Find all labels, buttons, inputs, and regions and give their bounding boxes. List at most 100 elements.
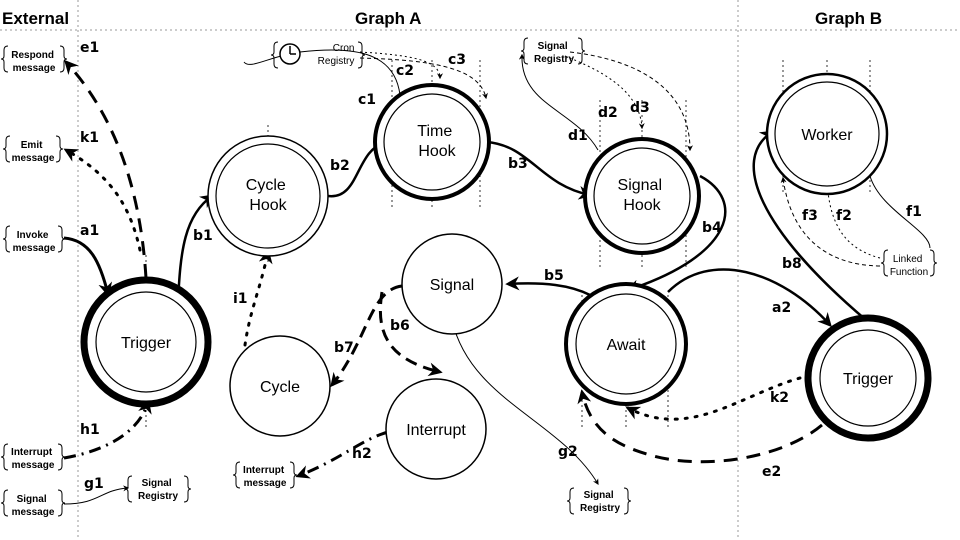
- edge-e1: [64, 59, 148, 279]
- node-await-label: Await: [607, 337, 646, 354]
- respond-message-line-1: Respond: [11, 50, 54, 61]
- svg-text:Time Hook: Time Hook: [417, 123, 456, 160]
- edge-h1: [63, 399, 152, 460]
- edge-b6: [378, 291, 443, 377]
- node-time-hook-label-2: Hook: [418, 143, 456, 160]
- external-signal-message: Signal message: [0, 489, 66, 518]
- edge-g2: [451, 319, 599, 486]
- header-graph-a: Graph A: [355, 9, 421, 28]
- edge-h2: [295, 430, 389, 479]
- label-c3: c3: [448, 52, 466, 68]
- node-await[interactable]: Await: [564, 282, 688, 406]
- label-b1: b1: [193, 228, 213, 244]
- node-worker-label: Worker: [801, 127, 853, 144]
- header-external: External: [2, 9, 69, 28]
- label-k2: k2: [770, 390, 789, 406]
- signal-registry-left-line-1: Signal: [142, 478, 172, 489]
- signal-registry-left-line-2: Registry: [138, 491, 178, 502]
- label-k1: k1: [80, 130, 99, 146]
- label-g1: g1: [84, 476, 104, 492]
- node-worker[interactable]: Worker: [765, 72, 889, 196]
- node-time-hook[interactable]: Time Hook: [373, 83, 491, 201]
- svg-text:Signal Registry: Signal Registry: [138, 478, 178, 502]
- external-interrupt-message-left: Interrupt message: [0, 443, 66, 471]
- linked-function-line-2: Function: [890, 267, 928, 278]
- svg-text:Interrupt message: Interrupt message: [243, 465, 287, 489]
- invoke-message-line-2: message: [13, 243, 56, 254]
- svg-text:Signal Registry: Signal Registry: [534, 41, 574, 65]
- external-signal-registry-top: Signal Registry: [520, 37, 586, 65]
- edge-b8: [752, 130, 867, 321]
- svg-text:Interrupt message: Interrupt message: [11, 447, 55, 471]
- node-cycle[interactable]: Cycle: [229, 335, 331, 437]
- node-trigger-a[interactable]: Trigger: [80, 276, 212, 408]
- signal-registry-top-line-2: Registry: [534, 54, 574, 65]
- external-interrupt-message-mid: Interrupt message: [232, 461, 298, 489]
- label-f2: f2: [836, 208, 852, 224]
- interrupt-message-mid-line-2: message: [244, 478, 287, 489]
- node-trigger-b-label: Trigger: [843, 371, 894, 388]
- signal-registry-bottom-line-1: Signal: [584, 490, 614, 501]
- node-interrupt[interactable]: Interrupt: [385, 378, 487, 480]
- edge-f3: [780, 176, 881, 267]
- label-d3: d3: [630, 100, 650, 116]
- svg-text:Invoke message: Invoke message: [13, 230, 56, 254]
- node-signal[interactable]: Signal: [401, 233, 503, 335]
- node-time-hook-label-1: Time: [417, 123, 452, 140]
- label-d1: d1: [568, 128, 588, 144]
- signal-message-line-2: message: [12, 507, 55, 518]
- edge-cron-loop: [243, 49, 401, 96]
- svg-text:Cycle Hook: Cycle Hook: [246, 177, 290, 214]
- svg-text:Signal Registry: Signal Registry: [580, 490, 620, 514]
- edge-b4: [625, 174, 727, 294]
- emit-message-line-2: message: [12, 153, 55, 164]
- node-signal-hook-label-1: Signal: [618, 177, 662, 194]
- external-emit-message: Emit message: [2, 135, 64, 164]
- clock-icon: [279, 43, 301, 65]
- edge-a1: [63, 236, 113, 297]
- svg-text:Signal Hook: Signal Hook: [618, 177, 667, 214]
- label-b4: b4: [702, 220, 722, 236]
- edge-g1: [63, 485, 130, 505]
- label-g2: g2: [558, 444, 578, 460]
- label-f1: f1: [906, 204, 922, 220]
- edge-a2: [667, 268, 832, 328]
- invoke-message-line-1: Invoke: [17, 230, 49, 241]
- label-e1: e1: [80, 40, 99, 56]
- svg-text:Signal message: Signal message: [12, 494, 55, 518]
- node-cycle-hook-label-1: Cycle: [246, 177, 286, 194]
- svg-text:Linked Function: Linked Function: [890, 254, 928, 278]
- node-trigger-b[interactable]: Trigger: [804, 314, 932, 442]
- node-signal-hook[interactable]: Signal Hook: [583, 137, 701, 255]
- svg-text:Respond message: Respond message: [11, 50, 57, 74]
- edge-k2: [625, 376, 802, 421]
- node-trigger-a-label: Trigger: [121, 335, 172, 352]
- node-cycle-hook[interactable]: Cycle Hook: [207, 135, 329, 257]
- external-respond-message: Respond message: [0, 45, 68, 74]
- edge-c3b: [359, 57, 488, 100]
- label-h1: h1: [80, 422, 100, 438]
- external-linked-function: Linked Function: [880, 249, 938, 278]
- external-invoke-message: Invoke message: [2, 225, 66, 254]
- edge-b5: [505, 276, 591, 297]
- label-c2: c2: [396, 63, 414, 79]
- cron-registry-line-1: Cron: [333, 43, 355, 54]
- label-c1: c1: [358, 92, 376, 108]
- interrupt-message-mid-line-1: Interrupt: [243, 465, 285, 476]
- interrupt-message-left-line-1: Interrupt: [11, 447, 53, 458]
- label-b8: b8: [782, 256, 802, 272]
- edge-b3: [485, 140, 593, 200]
- label-a1: a1: [80, 223, 99, 239]
- label-i1: i1: [233, 291, 248, 307]
- signal-registry-top-line-1: Signal: [538, 41, 568, 52]
- label-b3: b3: [508, 156, 528, 172]
- label-a2: a2: [772, 300, 791, 316]
- label-e2: e2: [762, 464, 781, 480]
- header-graph-b: Graph B: [815, 9, 882, 28]
- label-b5: b5: [544, 268, 564, 284]
- external-cron-registry: Cron Registry: [270, 41, 366, 69]
- label-f3: f3: [802, 208, 818, 224]
- signal-message-line-1: Signal: [17, 494, 47, 505]
- label-h2: h2: [352, 446, 372, 462]
- edge-k1: [63, 148, 142, 252]
